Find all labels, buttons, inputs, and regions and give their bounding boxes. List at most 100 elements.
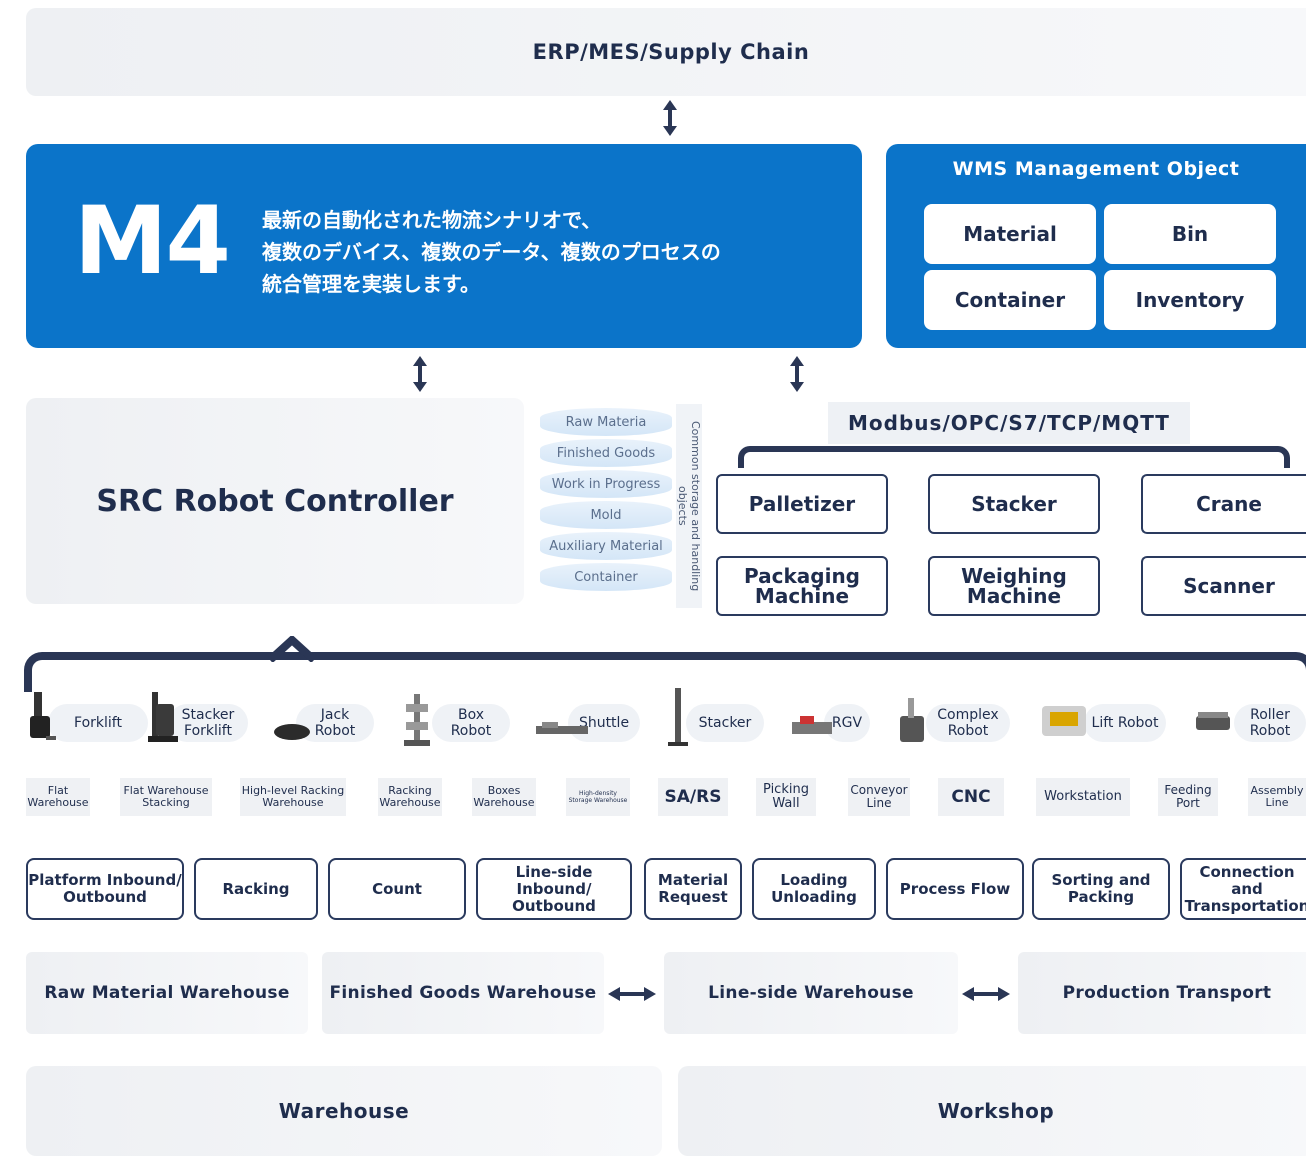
device-label: Weighing xyxy=(961,564,1067,588)
location-label-line: Warehouse xyxy=(262,796,324,809)
robot-label: Shuttle xyxy=(568,704,640,742)
double-arrow-icon xyxy=(413,356,427,392)
robot-label-line: Lift Robot xyxy=(1091,715,1159,731)
stack-item: Auxiliary Material xyxy=(540,532,672,560)
protocols-label: Modbus/OPC/S7/TCP/MQTT xyxy=(848,411,1170,435)
process-count: Count xyxy=(328,858,466,920)
robot-label-line: Robot xyxy=(450,723,492,739)
shuttle-icon xyxy=(536,722,588,734)
process-label-line: Racking xyxy=(222,879,290,898)
erp-label: ERP/MES/Supply Chain xyxy=(532,40,810,64)
jack-robot-icon xyxy=(274,724,310,740)
process-label-line: Unloading xyxy=(771,888,857,906)
m4-logo: M4 xyxy=(74,187,231,296)
storage-objects-stack: Raw Materia Finished Goods Work in Progr… xyxy=(536,404,706,608)
location-label-line: Warehouse xyxy=(473,796,535,809)
robot-label-line: Complex xyxy=(937,707,999,723)
location-label-line: Feeding xyxy=(1164,783,1212,797)
robot-label-line: Robot xyxy=(947,723,989,739)
process-process-flow: Process Flow xyxy=(886,858,1024,920)
warehouse-zone: Warehouse xyxy=(26,1066,662,1156)
robot-stacker: Stacker xyxy=(662,688,764,746)
m4-description-line: 統合管理を実装します。 xyxy=(262,272,480,296)
robot-label-line: Jack xyxy=(320,707,350,723)
finished-goods-warehouse-box: Finished Goods Warehouse xyxy=(322,952,604,1034)
warehouse-label: Finished Goods Warehouse xyxy=(329,983,597,1003)
location-label-line: Boxes xyxy=(487,784,521,797)
robot-label-line: Forklift xyxy=(74,715,122,731)
erp-mes-supply-chain-box: ERP/MES/Supply Chain xyxy=(26,8,1306,96)
robot-label-line: Robot xyxy=(1249,723,1291,739)
robots-bracket xyxy=(24,652,1306,692)
device-scanner: Scanner xyxy=(1141,556,1306,616)
process-label-line: Material xyxy=(657,871,729,889)
location-label-line: SA/RS xyxy=(664,787,722,807)
wms-title: WMS Management Object xyxy=(952,158,1240,180)
robot-label-line: Roller xyxy=(1250,707,1290,723)
process-label-line: Loading xyxy=(780,871,848,889)
double-arrow-horizontal-icon xyxy=(608,987,656,1001)
stack-item: Work in Progress xyxy=(540,470,672,498)
device-label: Machine xyxy=(966,584,1062,608)
roller-robot-icon xyxy=(1196,712,1230,730)
process-label-line: Platform Inbound/ xyxy=(28,871,182,889)
process-label-line: Sorting and xyxy=(1051,871,1151,889)
location-label-line: Assembly xyxy=(1250,784,1304,797)
device-weighing-machine: Weighing Machine xyxy=(928,556,1100,616)
warehouse-zone-label: Warehouse xyxy=(278,1099,410,1123)
location-label-line: Racking xyxy=(388,784,432,797)
location-sa-rs: SA/RS xyxy=(658,778,728,816)
raw-material-warehouse-box: Raw Material Warehouse xyxy=(26,952,308,1034)
location-label-line: Storage Warehouse xyxy=(568,797,628,804)
robot-label: Lift Robot xyxy=(1084,704,1166,742)
workshop-zone: Workshop xyxy=(678,1066,1306,1156)
stack-item: Container xyxy=(540,563,672,591)
robot-label-line: Robot xyxy=(314,723,356,739)
double-arrow-icon xyxy=(663,100,677,136)
process-label-line: Connection and xyxy=(1199,862,1295,898)
device-crane: Crane xyxy=(1141,474,1306,534)
device-label: Packaging xyxy=(744,564,860,588)
process-label-line: Transportation xyxy=(1184,896,1306,915)
location-label-line: Picking xyxy=(763,782,809,797)
bracket-notch xyxy=(270,636,314,662)
location-label-line: Conveyor xyxy=(850,783,908,797)
m4-panel: M4 最新の自動化された物流シナリオで、 複数のデバイス、複数のデータ、複数のプ… xyxy=(26,144,862,348)
robot-label-line: Forklift xyxy=(184,723,232,739)
stack-item: Raw Materia xyxy=(540,408,672,436)
robot-lift-robot: Lift Robot xyxy=(1040,700,1166,744)
location-cnc: CNC xyxy=(938,778,1004,816)
wms-management-panel: WMS Management Object Material Bin Conta… xyxy=(886,144,1306,348)
robot-label-line: RGV xyxy=(831,715,863,731)
device-palletizer: Palletizer xyxy=(716,474,888,534)
warehouse-label: Production Transport xyxy=(1062,983,1272,1003)
process-label-line: Outbound xyxy=(63,888,147,906)
stack-item: Finished Goods xyxy=(540,439,672,467)
device-packaging-machine: Packaging Machine xyxy=(716,556,888,616)
wms-item-inventory: Inventory xyxy=(1104,270,1276,330)
location-label-line: High-level Racking xyxy=(241,784,345,797)
devices-bracket xyxy=(738,446,1290,468)
wms-item-bin: Bin xyxy=(1104,204,1276,264)
location-label-line: Stacking xyxy=(142,796,190,809)
location-label-line: Line xyxy=(866,796,892,810)
process-label-line: Packing xyxy=(1067,888,1135,906)
location-label-line: Line xyxy=(1265,796,1289,809)
process-label-line: Line-side Inbound/ xyxy=(515,862,593,898)
